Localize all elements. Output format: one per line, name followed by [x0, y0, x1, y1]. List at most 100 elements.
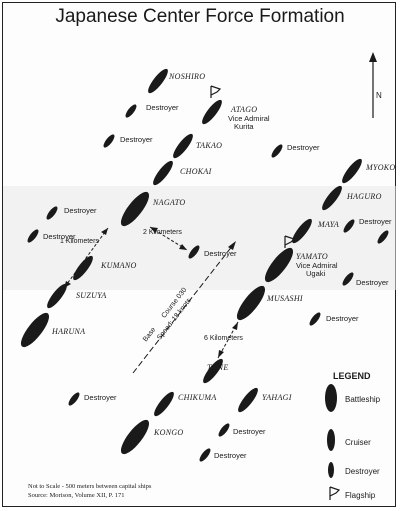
destroyer-icon — [68, 392, 80, 406]
ship-label-d8: Destroyer — [204, 249, 237, 258]
destroyer-icon — [103, 134, 115, 148]
ship-d7 — [377, 230, 389, 244]
legend-destroyer-icon — [328, 462, 334, 478]
distance-label-left: 1 Kilometers — [60, 238, 99, 245]
ship-chokai: CHOKAI — [153, 160, 212, 186]
ship-label-d12: Destroyer — [233, 427, 266, 436]
legend-flagship-label: Flagship — [345, 491, 376, 500]
ship-d13: Destroyer — [199, 448, 247, 462]
destroyer-icon — [218, 423, 230, 437]
ship-sub-atago-2: Kurita — [234, 122, 254, 131]
ship-takao: TAKAO — [173, 133, 222, 159]
ship-noshiro: NOSHIRO — [148, 68, 205, 94]
ship-label-maya: MAYA — [317, 220, 339, 229]
ship-label-yamato: YAMATO — [296, 252, 328, 261]
ship-d12: Destroyer — [218, 423, 266, 437]
flagship-icon — [284, 235, 296, 248]
destroyer-icon — [309, 312, 321, 326]
cruiser-icon — [322, 185, 342, 211]
battleship-icon — [264, 247, 294, 283]
ship-label-d4: Destroyer — [64, 206, 97, 215]
ship-label-d5: Destroyer — [43, 232, 76, 241]
ship-yahagi: YAHAGI — [238, 387, 292, 413]
ship-d6: Destroyer — [343, 217, 392, 233]
ship-label-d10: Destroyer — [326, 314, 359, 323]
course-label-1: Base — [142, 326, 157, 343]
destroyer-icon — [377, 230, 389, 244]
ship-kongo: KONGO — [120, 419, 184, 455]
ship-label-atago: ATAGO — [230, 105, 257, 114]
legend-battleship-label: Battleship — [345, 395, 381, 404]
cruiser-icon — [342, 158, 362, 184]
ship-label-yahagi: YAHAGI — [262, 393, 292, 402]
destroyer-icon — [188, 245, 200, 259]
ship-label-d1: Destroyer — [146, 103, 179, 112]
legend-cruiser-icon — [327, 429, 335, 451]
ship-label-kongo: KONGO — [153, 428, 184, 437]
destroyer-icon — [199, 448, 211, 462]
ship-musashi: MUSASHI — [236, 285, 303, 321]
cruiser-icon — [203, 358, 223, 384]
battleship-icon — [120, 419, 150, 455]
cruiser-icon — [238, 387, 258, 413]
ship-label-noshiro: NOSHIRO — [168, 72, 205, 81]
legend-cruiser-label: Cruiser — [345, 438, 371, 447]
flagship-icon — [210, 85, 222, 98]
cruiser-icon — [73, 255, 93, 281]
compass-letter: N — [376, 91, 382, 100]
ship-myoko: MYOKO — [342, 158, 396, 184]
ship-label-kumano: KUMANO — [100, 261, 137, 270]
ship-label-chikuma: CHIKUMA — [178, 393, 217, 402]
ship-label-myoko: MYOKO — [365, 163, 396, 172]
legend: LEGEND Battleship Cruiser Destroyer Flag… — [325, 371, 381, 500]
battleship-icon — [20, 312, 50, 348]
cruiser-icon — [154, 391, 174, 417]
ship-d11: Destroyer — [68, 392, 117, 406]
legend-flagship-icon — [329, 486, 341, 500]
cruiser-icon — [202, 99, 222, 125]
ship-d1: Destroyer — [125, 103, 179, 118]
ship-kumano: KUMANO — [73, 255, 137, 281]
ship-label-nagato: NAGATO — [152, 198, 185, 207]
ship-label-takao: TAKAO — [196, 141, 222, 150]
scale-note: Not to Scale - 500 meters between capita… — [28, 483, 152, 490]
ship-yamato: YAMATO Vice Admiral Ugaki — [264, 235, 338, 283]
distance-marker-lower: 6 Kilometers — [204, 321, 243, 359]
cruiser-icon — [47, 283, 67, 309]
ship-label-d9: Destroyer — [356, 278, 389, 287]
distance-label-lower: 6 Kilometers — [204, 335, 243, 342]
ship-chikuma: CHIKUMA — [154, 391, 217, 417]
ship-d10: Destroyer — [309, 312, 359, 326]
ship-label-chokai: CHOKAI — [180, 167, 212, 176]
ship-suzuya: SUZUYA — [47, 283, 107, 309]
cruiser-icon — [292, 218, 312, 244]
ship-d5: Destroyer — [27, 229, 76, 243]
ship-d4: Destroyer — [46, 206, 97, 220]
ship-label-suzuya: SUZUYA — [76, 291, 107, 300]
ship-d3: Destroyer — [271, 143, 320, 158]
ship-tone: TONE — [203, 358, 228, 384]
distance-label-middle: 2 Kilometers — [143, 229, 182, 236]
ship-label-haruna: HARUNA — [51, 327, 85, 336]
destroyer-icon — [343, 219, 355, 233]
ship-sub-yamato-1: Vice Admiral — [296, 261, 338, 270]
distance-marker-middle: 2 Kilometers — [143, 226, 188, 251]
destroyer-icon — [27, 229, 39, 243]
ship-nagato: NAGATO — [120, 191, 185, 227]
ship-atago: ATAGO Vice Admiral Kurita — [202, 85, 270, 131]
ship-d9: Destroyer — [342, 272, 389, 287]
ship-maya: MAYA — [292, 218, 339, 244]
ship-haguro: HAGURO — [322, 185, 381, 211]
ship-label-d11: Destroyer — [84, 393, 117, 402]
ship-d2: Destroyer — [103, 134, 153, 148]
destroyer-icon — [271, 144, 283, 158]
ship-haruna: HARUNA — [20, 312, 85, 348]
ship-sub-atago-1: Vice Admiral — [228, 114, 270, 123]
source-note: Source: Morison, Volume XII, P. 171 — [28, 492, 125, 499]
cruiser-icon — [148, 68, 168, 94]
cruiser-icon — [173, 133, 193, 159]
distance-marker-left: 1 Kilometers — [60, 227, 109, 289]
ship-d8: Destroyer — [188, 245, 237, 259]
destroyer-icon — [125, 104, 137, 118]
